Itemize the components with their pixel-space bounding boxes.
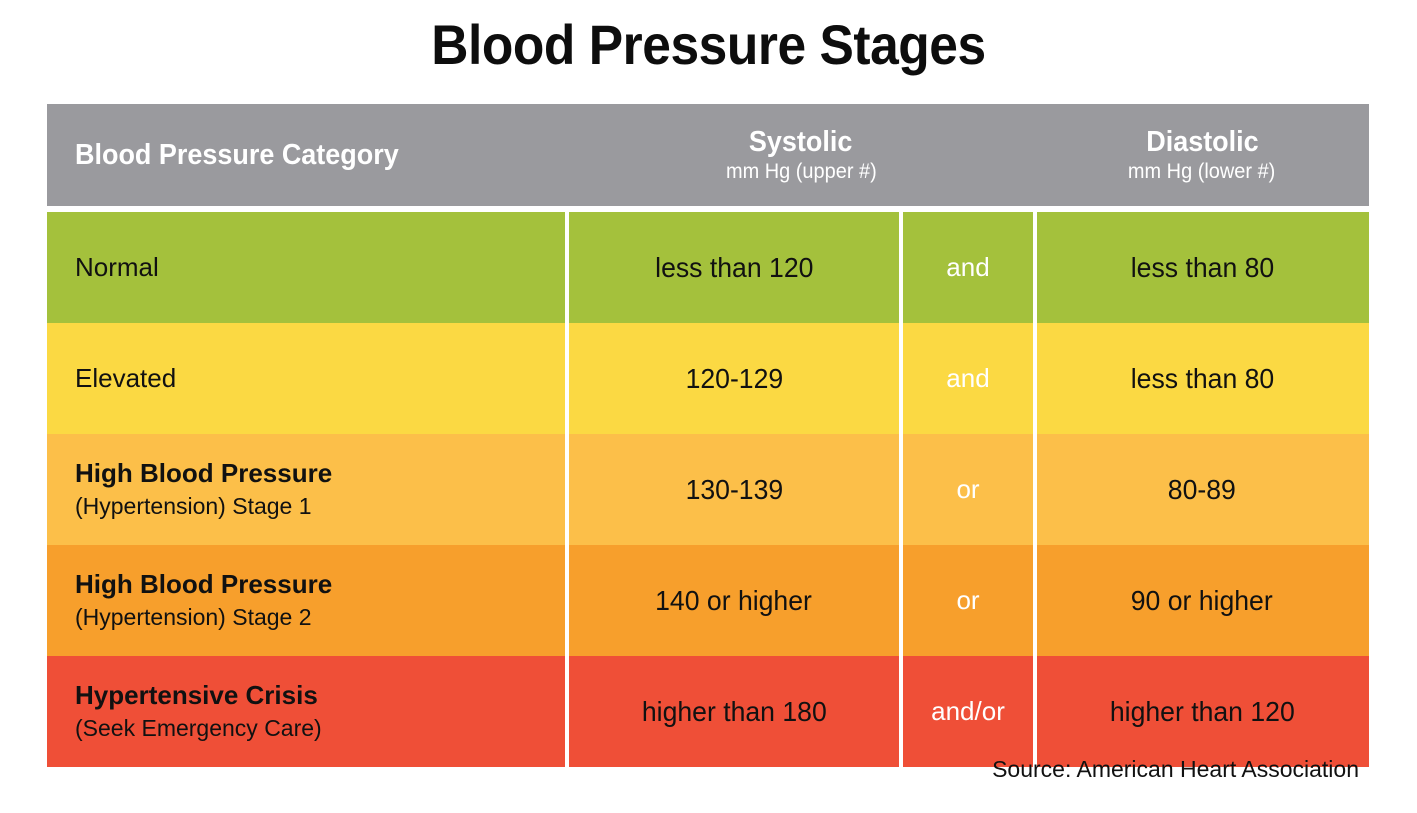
table-row: High Blood Pressure (Hypertension) Stage … <box>47 545 1369 656</box>
table-header-row: Blood Pressure Category Systolic mm Hg (… <box>47 104 1369 206</box>
category-label-primary: Elevated <box>75 362 177 393</box>
cell-connector: and <box>899 323 1035 434</box>
cell-connector: or <box>899 434 1035 545</box>
cell-category: High Blood Pressure (Hypertension) Stage … <box>47 434 567 545</box>
cell-diastolic: higher than 120 <box>1033 656 1369 767</box>
table-row: High Blood Pressure (Hypertension) Stage … <box>47 434 1369 545</box>
connector-value: and/or <box>931 696 1005 726</box>
cell-systolic: less than 120 <box>565 212 901 323</box>
connector-value: or <box>956 474 980 504</box>
blood-pressure-table: Blood Pressure Category Systolic mm Hg (… <box>47 104 1369 767</box>
header-divider <box>47 206 1369 212</box>
header-cell-systolic: Systolic mm Hg (upper #) <box>567 104 1035 206</box>
header-diastolic-units: mm Hg (lower #) <box>1128 159 1276 183</box>
connector-value: and <box>946 363 990 393</box>
cell-systolic: 140 or higher <box>565 545 901 656</box>
table-row: Normal less than 120 and less than 80 <box>47 212 1369 323</box>
header-cell-diastolic: Diastolic mm Hg (lower #) <box>1035 104 1369 206</box>
connector-value: and <box>946 252 990 282</box>
header-systolic-label: Systolic <box>749 126 853 159</box>
diastolic-value: less than 80 <box>1130 251 1274 283</box>
cell-connector: or <box>899 545 1035 656</box>
cell-systolic: higher than 180 <box>565 656 901 767</box>
systolic-value: 120-129 <box>685 362 783 394</box>
category-label-primary: Normal <box>75 251 159 282</box>
header-cell-category: Blood Pressure Category <box>47 104 567 206</box>
systolic-value: 140 or higher <box>655 584 813 616</box>
header-diastolic-label: Diastolic <box>1145 126 1259 159</box>
category-label-secondary: (Hypertension) Stage 2 <box>75 603 312 630</box>
cell-category: Elevated <box>47 323 567 434</box>
systolic-value: higher than 180 <box>641 695 827 727</box>
source-attribution: Source: American Heart Association <box>992 756 1359 782</box>
category-label-secondary: (Hypertension) Stage 1 <box>75 492 312 519</box>
category-label-primary: High Blood Pressure <box>75 458 333 489</box>
cell-systolic: 120-129 <box>565 323 901 434</box>
table-row: Elevated 120-129 and less than 80 <box>47 323 1369 434</box>
systolic-value: less than 120 <box>654 251 814 283</box>
category-label-primary: High Blood Pressure <box>75 569 333 600</box>
diastolic-value: less than 80 <box>1130 362 1274 394</box>
connector-value: or <box>956 585 980 615</box>
header-systolic-units: mm Hg (upper #) <box>725 159 877 183</box>
cell-connector: and/or <box>899 656 1035 767</box>
cell-connector: and <box>899 212 1035 323</box>
cell-systolic: 130-139 <box>565 434 901 545</box>
diastolic-value: higher than 120 <box>1109 695 1295 727</box>
cell-diastolic: less than 80 <box>1033 323 1369 434</box>
category-label-secondary: (Seek Emergency Care) <box>75 714 322 741</box>
diastolic-value: 80-89 <box>1167 473 1237 505</box>
systolic-value: 130-139 <box>685 473 783 505</box>
header-category-label: Blood Pressure Category <box>75 138 399 171</box>
cell-diastolic: 80-89 <box>1033 434 1369 545</box>
cell-category: Normal <box>47 212 567 323</box>
category-label-primary: Hypertensive Crisis <box>75 680 318 711</box>
cell-diastolic: 90 or higher <box>1033 545 1369 656</box>
diastolic-value: 90 or higher <box>1131 584 1273 616</box>
page-title: Blood Pressure Stages <box>431 13 986 76</box>
table-row: Hypertensive Crisis (Seek Emergency Care)… <box>47 656 1369 767</box>
cell-diastolic: less than 80 <box>1033 212 1369 323</box>
cell-category: High Blood Pressure (Hypertension) Stage … <box>47 545 567 656</box>
cell-category: Hypertensive Crisis (Seek Emergency Care) <box>47 656 567 767</box>
